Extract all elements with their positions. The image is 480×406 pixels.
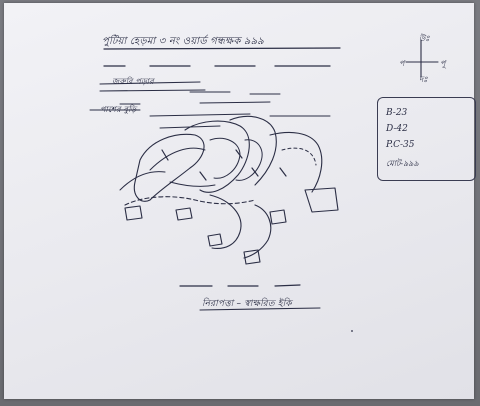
footer-signature: নিরাপত্তা – স্বাক্ষরিত ইকি — [202, 299, 292, 309]
compass-east-label: পূ — [440, 59, 446, 68]
header-line-dashed — [89, 91, 281, 111]
footer-line — [179, 284, 301, 287]
map-title: পুটিয়া হেড়মা ৩ নং ওয়ার্ড গন্ধক্ষক ৯৯৯ — [102, 36, 264, 47]
compass-north-label: উঃ — [419, 34, 430, 43]
header-line — [99, 81, 206, 92]
road-path — [124, 196, 256, 206]
road-path — [269, 131, 323, 193]
building-box — [304, 187, 339, 213]
area-outline — [229, 115, 277, 186]
header-note-1: জরুরি পড়ার — [112, 77, 154, 86]
legend-item: B-23 — [386, 108, 408, 118]
house-marks — [207, 233, 261, 265]
legend-item: P.C-35 — [386, 140, 415, 150]
area-outline — [133, 133, 205, 202]
legend-box: B-23 D-42 P.C-35 মোট-৯৯৯ — [377, 97, 476, 181]
area-outline — [209, 194, 242, 249]
compass-south-label: দঃ — [419, 75, 428, 84]
house-marks — [124, 205, 287, 225]
compass-west-label: প — [399, 59, 405, 68]
legend-item: D-42 — [386, 124, 408, 134]
title-underline — [103, 47, 341, 50]
paper-sheet — [4, 3, 474, 399]
legend-item: মোট-৯৯৯ — [386, 159, 419, 168]
header-note-2: পাশের বুড়ি — [100, 105, 137, 114]
footer-underline — [199, 307, 321, 311]
area-outline — [184, 120, 250, 193]
